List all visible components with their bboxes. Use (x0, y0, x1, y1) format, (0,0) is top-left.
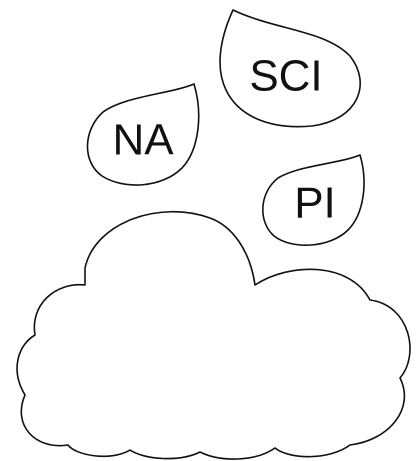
drop-label-na: NA (112, 116, 174, 165)
drop-sci-shape (219, 9, 361, 128)
drop-label-sci: SCI (249, 52, 322, 101)
drop-pi-shape (262, 154, 365, 246)
drop-label-pi: PI (294, 179, 336, 228)
drop-na-shape (86, 83, 200, 186)
cloud-shape (16, 210, 411, 460)
